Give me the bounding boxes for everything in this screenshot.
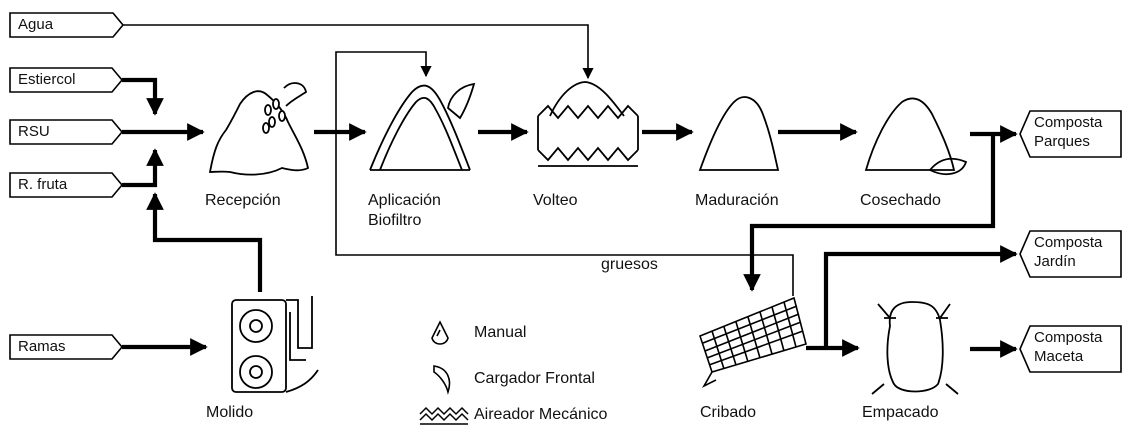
cribado-screen-icon bbox=[699, 296, 807, 388]
output-label-maceta-line1: Composta bbox=[1034, 329, 1103, 346]
recepcion-pile-icon bbox=[208, 82, 310, 176]
output-label-parques-line2: Parques bbox=[1034, 133, 1090, 150]
input-label-agua: Agua bbox=[18, 16, 54, 33]
tag-rsu bbox=[9, 119, 124, 145]
stage-label-cribado: Cribado bbox=[700, 404, 757, 421]
tag-estiercol bbox=[9, 67, 124, 93]
cargador-legend-icon bbox=[433, 365, 451, 395]
gruesos-line bbox=[335, 128, 794, 296]
molido-mill-icon bbox=[231, 296, 319, 393]
stage-label-molido: Molido bbox=[206, 404, 254, 421]
input-label-ramas: Ramas bbox=[18, 338, 66, 355]
biofiltro-return-line bbox=[335, 51, 432, 128]
tag-composta-jardin bbox=[1019, 230, 1122, 278]
manual-legend-icon bbox=[431, 320, 449, 345]
maduracion-pile-icon bbox=[698, 96, 780, 171]
biofiltro-pile-icon bbox=[369, 82, 476, 171]
stage-label-maduracion: Maduración bbox=[695, 192, 779, 209]
stage-label-biofiltro: Biofiltro bbox=[368, 212, 422, 229]
aireador-legend-icon bbox=[419, 406, 469, 425]
output-label-jardin-line2: Jardín bbox=[1034, 253, 1076, 270]
molido-return-line bbox=[146, 192, 263, 292]
legend-label-aireador: Aireador Mecánico bbox=[474, 406, 608, 423]
fruta-line bbox=[122, 148, 164, 188]
volteo-pile-icon bbox=[537, 81, 639, 167]
tag-fruta bbox=[9, 172, 124, 198]
output-label-parques-line1: Composta bbox=[1034, 114, 1103, 131]
output-label-jardin-line1: Composta bbox=[1034, 234, 1103, 251]
tag-composta-maceta bbox=[1019, 325, 1122, 373]
stage-label-empacado: Empacado bbox=[862, 404, 939, 421]
flow-label-gruesos: gruesos bbox=[601, 256, 658, 273]
stage-label-recepcion: Recepción bbox=[205, 192, 281, 209]
stage-label-volteo: Volteo bbox=[533, 192, 578, 209]
estiercol-line bbox=[122, 77, 164, 116]
tag-ramas bbox=[9, 334, 124, 360]
legend-label-cargador: Cargador Frontal bbox=[474, 370, 595, 387]
input-label-estiercol: Estiercol bbox=[18, 71, 76, 88]
cosechado-to-cribado bbox=[743, 134, 996, 292]
tag-composta-parques bbox=[1019, 110, 1122, 158]
agua-line bbox=[123, 24, 594, 80]
cosechado-pile-icon bbox=[864, 97, 968, 176]
tag-agua bbox=[9, 12, 125, 38]
empacado-bag-icon bbox=[871, 301, 959, 395]
cribado-to-jardin bbox=[823, 245, 1018, 348]
legend-label-manual: Manual bbox=[474, 324, 527, 341]
stage-label-cosechado: Cosechado bbox=[860, 192, 941, 209]
output-label-maceta-line2: Maceta bbox=[1034, 348, 1084, 365]
input-label-rsu: RSU bbox=[18, 123, 50, 140]
stage-label-aplicacion: Aplicación bbox=[368, 192, 441, 209]
input-label-fruta: R. fruta bbox=[18, 176, 68, 193]
